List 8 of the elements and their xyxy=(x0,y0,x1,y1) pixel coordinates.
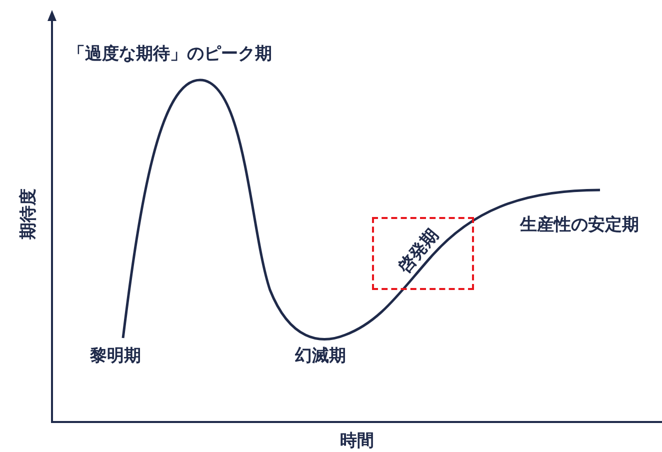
phase-label: 生産性の安定期 xyxy=(520,215,639,236)
phase-label: 幻滅期 xyxy=(295,346,346,366)
phase-label: 黎明期 xyxy=(90,346,141,366)
phase-label: 啓発期 xyxy=(394,224,444,278)
axis-label: 期待度 xyxy=(18,188,39,240)
dashed-box xyxy=(372,217,474,290)
phase-label: 「過度な期待」のピーク期 xyxy=(68,44,272,64)
axis-label: 時間 xyxy=(340,431,374,452)
